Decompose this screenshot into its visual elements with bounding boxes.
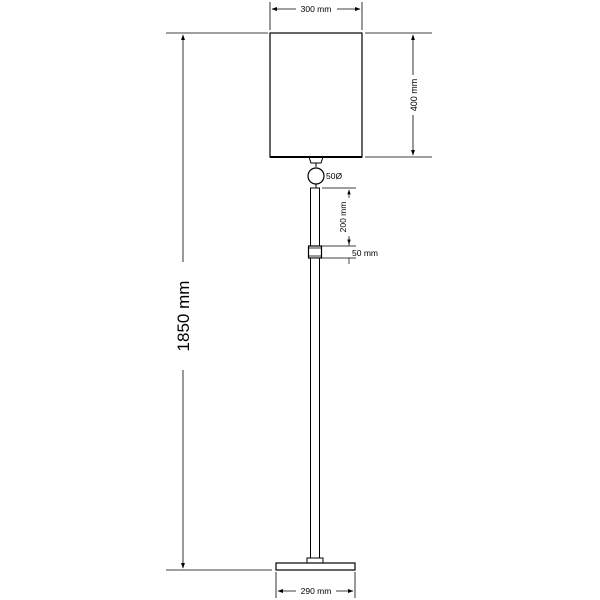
shade-connector: [308, 156, 324, 167]
lower-stem: [310, 257, 320, 561]
total-height-label: 1850 mm: [174, 281, 193, 352]
upper-stem: [310, 187, 320, 247]
base-width-label: 290 mm: [301, 586, 332, 596]
dimension-ring-height: 50 mm: [322, 238, 378, 264]
upper-segment-label: 200 mm: [338, 202, 348, 233]
stem-ring: [307, 245, 323, 259]
dimension-shade-width: 300 mm: [269, 2, 363, 30]
lamp-shade: [269, 32, 363, 158]
ring-height-label: 50 mm: [352, 248, 378, 258]
dimension-shade-height: 400 mm: [365, 32, 432, 158]
dimension-upper-segment: 200 mm: [322, 187, 356, 247]
decorative-ball: [307, 167, 325, 188]
shade-width-label: 300 mm: [301, 4, 332, 14]
dimension-total-height: 1850 mm: [166, 32, 272, 571]
shade-height-label: 400 mm: [409, 79, 419, 112]
ball-diameter-label: 50Ø: [326, 171, 342, 181]
lamp-base: [275, 557, 356, 571]
dimension-base-width: 290 mm: [275, 572, 356, 598]
